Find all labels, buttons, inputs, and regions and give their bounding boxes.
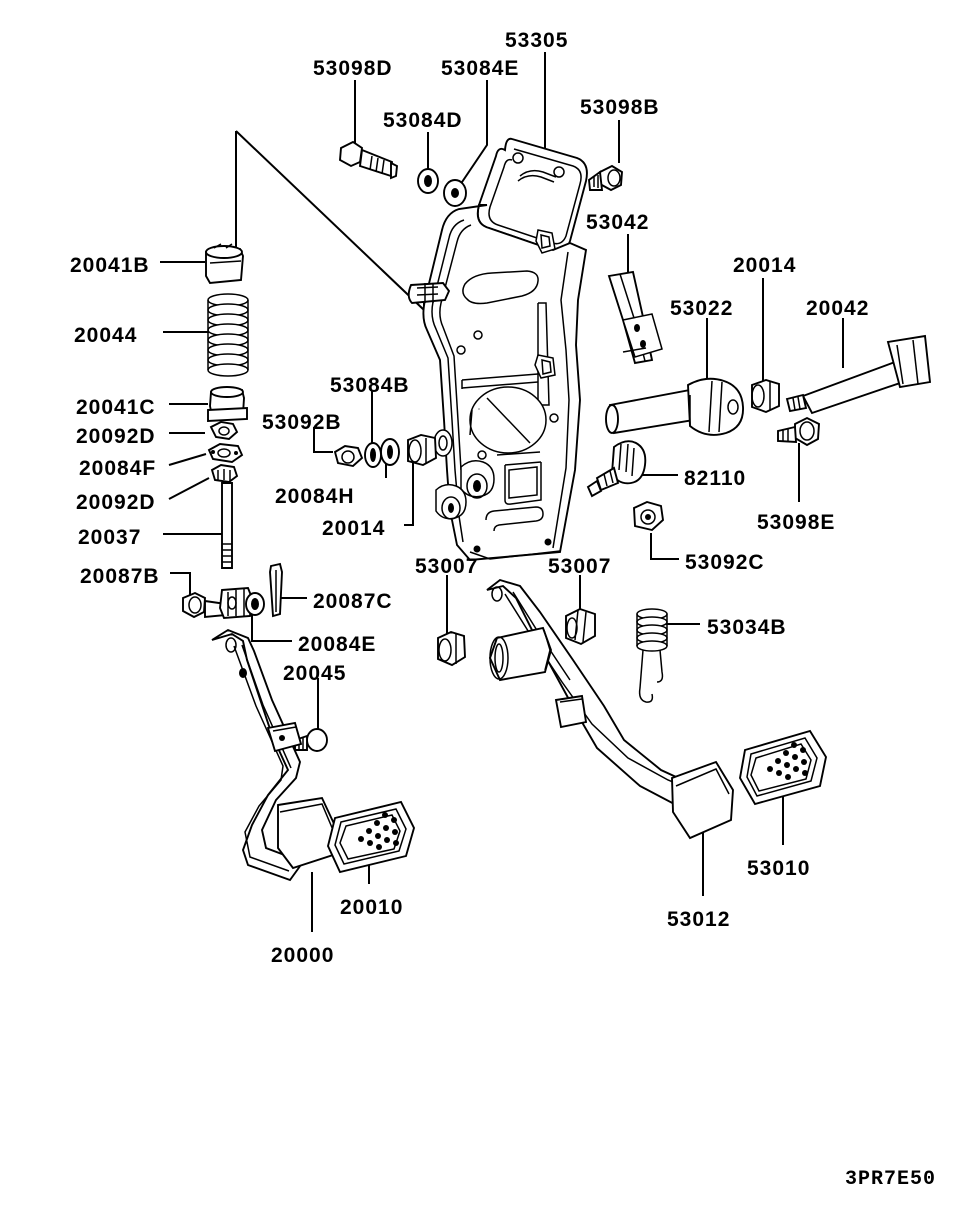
- part-20087B-clevis-pin: [182, 586, 253, 620]
- part-label-20044: 20044: [74, 324, 138, 347]
- part-20092D-nut-lower: [210, 464, 239, 483]
- part-label-53042: 53042: [586, 211, 650, 234]
- part-label-20000: 20000: [271, 944, 335, 967]
- part-label-53092B: 53092B: [262, 411, 342, 434]
- part-20041C-bumper: [207, 386, 248, 422]
- part-label-53010: 53010: [747, 857, 811, 880]
- part-label-20092D-lower: 20092D: [76, 491, 156, 514]
- part-label-20092D-upper: 20092D: [76, 425, 156, 448]
- part-label-53022: 53022: [670, 297, 734, 320]
- part-label-53012: 53012: [667, 908, 731, 931]
- part-label-20042: 20042: [806, 297, 870, 320]
- part-20084F-washer: [207, 443, 244, 463]
- part-53010-clutch-pedal-pad: [739, 729, 828, 806]
- part-53092C-nut: [633, 500, 665, 532]
- part-20037-push-rod: [221, 482, 233, 569]
- part-label-53084D: 53084D: [383, 109, 463, 132]
- part-20045-stopper-bolt: [294, 728, 328, 752]
- part-53098D-bolt: [339, 140, 399, 180]
- part-53007-bushing-b: [565, 607, 596, 646]
- part-53084B-washer: [364, 442, 382, 468]
- part-53084E-washer: [443, 179, 467, 207]
- part-20042-push-rod: [785, 334, 932, 415]
- part-label-20037: 20037: [78, 526, 142, 549]
- part-20014-bushing-right: [751, 378, 780, 414]
- part-20087C-cotter-pin: [269, 562, 283, 618]
- part-label-53098E: 53098E: [757, 511, 836, 534]
- part-label-20041C: 20041C: [76, 396, 156, 419]
- part-label-20087C: 20087C: [313, 590, 393, 613]
- part-label-20084H: 20084H: [275, 485, 355, 508]
- part-label-53034B: 53034B: [707, 616, 787, 639]
- part-label-53007-right: 53007: [548, 555, 612, 578]
- part-53012-clutch-pedal-arm: [486, 578, 734, 840]
- part-label-53007-left: 53007: [415, 555, 479, 578]
- part-53098E-bolt: [777, 416, 820, 447]
- part-label-20014-upper: 20014: [733, 254, 797, 277]
- part-53022-clutch-shaft: [605, 377, 744, 436]
- part-20010-brake-pedal-pad: [326, 800, 416, 874]
- part-label-20045: 20045: [283, 662, 347, 685]
- part-label-53305: 53305: [505, 29, 569, 52]
- part-label-20041B: 20041B: [70, 254, 150, 277]
- part-label-20087B: 20087B: [80, 565, 160, 588]
- part-label-53098B: 53098B: [580, 96, 660, 119]
- part-53007-bushing-a: [437, 630, 466, 667]
- part-20044-spring: [207, 293, 249, 377]
- part-label-82110: 82110: [684, 467, 747, 490]
- part-label-53092C: 53092C: [685, 551, 765, 574]
- part-20084H-washer: [380, 438, 400, 466]
- part-label-53084B: 53084B: [330, 374, 410, 397]
- part-82110-switch: [586, 440, 647, 498]
- part-53034B-spring: [636, 608, 668, 703]
- part-20014-bushing-left: [407, 434, 437, 467]
- part-label-20010: 20010: [340, 896, 404, 919]
- part-label-53098D: 53098D: [313, 57, 393, 80]
- part-53098B-bolt: [588, 164, 623, 192]
- part-53084D-washer: [417, 168, 439, 194]
- part-53092B-nut: [333, 445, 364, 468]
- part-20084E-washer: [245, 592, 265, 616]
- part-53305-support-bracket: [407, 137, 588, 561]
- part-label-20014-lower: 20014: [322, 517, 386, 540]
- part-label-53084E: 53084E: [441, 57, 520, 80]
- part-20092D-nut-upper: [209, 421, 239, 441]
- part-20041B-bumper: [205, 243, 244, 285]
- part-53042-stopper-bracket: [607, 270, 663, 365]
- part-20000-brake-pedal-arm: [211, 628, 337, 882]
- part-label-20084F: 20084F: [79, 457, 157, 480]
- part-label-20084E: 20084E: [298, 633, 377, 656]
- drawing-code: 3PR7E50: [845, 1168, 937, 1191]
